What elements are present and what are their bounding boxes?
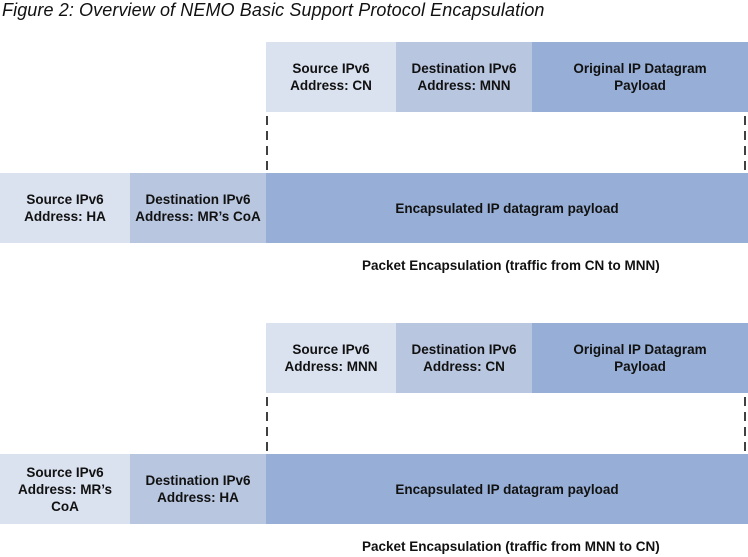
encapsulated-payload-box: Encapsulated IP datagram payload [266, 173, 748, 243]
outer-source-address-box: Source IPv6 Address: HA [0, 173, 130, 243]
original-source-address-box: Source IPv6 Address: MNN [266, 323, 396, 393]
original-payload-box: Original IP Datagram Payload [532, 323, 748, 393]
outer-destination-address-box: Destination IPv6 Address: MR’s CoA [130, 173, 266, 243]
outer-source-address-box: Source IPv6 Address: MR’s CoA [0, 454, 130, 524]
original-payload-box: Original IP Datagram Payload [532, 42, 748, 112]
original-destination-address-box: Destination IPv6 Address: MNN [396, 42, 532, 112]
figure-title: Figure 2: Overview of NEMO Basic Support… [2, 0, 545, 20]
original-destination-address-box: Destination IPv6 Address: CN [396, 323, 532, 393]
diagram-caption: Packet Encapsulation (traffic from CN to… [362, 258, 660, 273]
original-source-address-box: Source IPv6 Address: CN [266, 42, 396, 112]
outer-destination-address-box: Destination IPv6 Address: HA [130, 454, 266, 524]
diagram-caption: Packet Encapsulation (traffic from MNN t… [362, 539, 660, 554]
encapsulated-payload-box: Encapsulated IP datagram payload [266, 454, 748, 524]
